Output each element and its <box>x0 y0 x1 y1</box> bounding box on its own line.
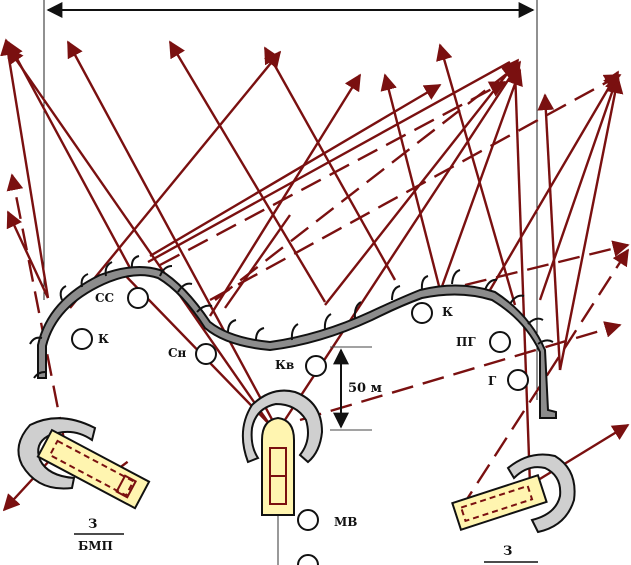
label-k-right: К <box>442 305 453 319</box>
position-pg <box>489 331 511 353</box>
position-mv <box>297 509 319 531</box>
vehicle-position-right <box>451 453 576 534</box>
position-k-right <box>411 302 433 324</box>
label-z-left: З <box>88 517 97 532</box>
label-sn: Сн <box>168 346 187 360</box>
position-kv <box>305 355 327 377</box>
label-ss: СС <box>95 291 114 305</box>
label-distance: 50 м <box>348 381 382 396</box>
label-z-right: З <box>503 544 512 559</box>
position-ss <box>127 287 149 309</box>
label-kv: Кв <box>275 358 294 372</box>
label-bmp: БМП <box>78 539 113 553</box>
label-mv: МВ <box>334 515 357 529</box>
vehicle-position-center <box>241 389 324 516</box>
position-g <box>507 369 529 391</box>
bmp-position-left <box>17 417 151 510</box>
label-g: Г <box>488 374 497 388</box>
fire-arrows <box>0 38 630 512</box>
position-lower <box>297 554 319 565</box>
label-pg: ПГ <box>456 335 476 349</box>
distance-marker <box>330 346 372 431</box>
trench <box>29 255 557 419</box>
position-k-left <box>71 328 93 350</box>
label-k-left: К <box>98 332 109 346</box>
position-sn <box>195 343 217 365</box>
